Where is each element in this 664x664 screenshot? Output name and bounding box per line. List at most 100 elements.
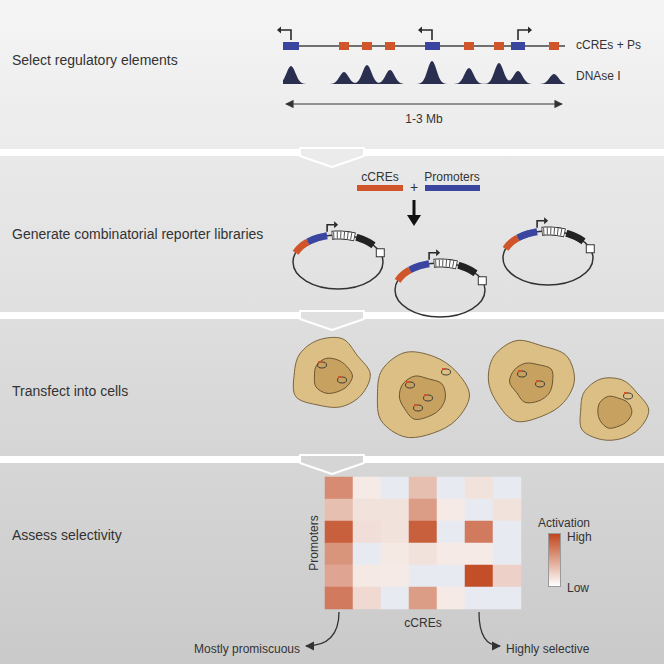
heatmap-cell bbox=[409, 565, 437, 587]
heatmap-cell bbox=[381, 587, 409, 609]
cell bbox=[293, 337, 370, 407]
barcode bbox=[543, 231, 565, 233]
plasmid-backbone bbox=[293, 235, 383, 289]
plasmid-insert-small bbox=[518, 370, 522, 372]
plasmid bbox=[503, 217, 594, 285]
barcode-outline bbox=[434, 263, 457, 265]
heatmap-cell bbox=[353, 477, 381, 499]
heatmap-cell bbox=[465, 543, 493, 565]
promoter-insert bbox=[410, 264, 429, 270]
reporter-gene bbox=[356, 237, 373, 245]
reporter-gene bbox=[566, 233, 583, 241]
plasmid-insert-small bbox=[414, 404, 418, 406]
heatmap-cell bbox=[493, 521, 521, 543]
step-label: Assess selectivity bbox=[0, 527, 122, 543]
heatmap-cell bbox=[465, 477, 493, 499]
annotation-label: DNAse I bbox=[576, 69, 621, 83]
heatmap-cell bbox=[465, 565, 493, 587]
barcode bbox=[435, 263, 457, 265]
legend-holder: Low bbox=[567, 578, 589, 596]
ccre-box bbox=[339, 42, 349, 50]
plasmid-small bbox=[318, 362, 327, 368]
barcode-stripes bbox=[333, 235, 353, 237]
tss-arrowhead bbox=[436, 249, 440, 256]
heatmap-cell bbox=[325, 499, 353, 521]
nucleus bbox=[399, 376, 445, 420]
step-chevron bbox=[300, 148, 364, 167]
heatmap-cell bbox=[465, 521, 493, 543]
heatmap-cell bbox=[493, 543, 521, 565]
heatmap-cell bbox=[325, 477, 353, 499]
heatmap-cell bbox=[465, 587, 493, 609]
plasmid-insert-small bbox=[624, 392, 628, 394]
annotation-label: 1-3 Mb bbox=[405, 112, 442, 126]
cells bbox=[293, 337, 648, 440]
colorbar-swatch bbox=[548, 560, 561, 587]
plasmid-small bbox=[414, 405, 423, 411]
label-holder: cCREs bbox=[404, 613, 441, 631]
barcode-stripes bbox=[543, 231, 563, 233]
heatmap-cell bbox=[325, 521, 353, 543]
plasmid bbox=[293, 221, 384, 289]
heatmap-cell bbox=[353, 587, 381, 609]
plasmid-insert-small bbox=[318, 361, 322, 363]
heatmap-cell bbox=[493, 499, 521, 521]
tss-arrow bbox=[429, 253, 436, 260]
tss-arrowhead bbox=[418, 27, 422, 34]
tss-arrowhead bbox=[528, 27, 532, 34]
cell-body bbox=[580, 378, 649, 441]
barcode-outline bbox=[332, 235, 355, 237]
heatmap-cell bbox=[409, 543, 437, 565]
heatmap-cell bbox=[381, 521, 409, 543]
library bbox=[293, 185, 594, 317]
plasmid-small bbox=[536, 381, 545, 387]
genomic-locus bbox=[277, 27, 565, 105]
tss-arrow bbox=[327, 225, 334, 232]
step-band: Select regulatory elements bbox=[0, 0, 664, 149]
heatmap-cell bbox=[325, 587, 353, 609]
cell bbox=[488, 340, 574, 421]
callout-arrow bbox=[479, 612, 500, 646]
step-chevron bbox=[300, 311, 364, 330]
plasmid-small bbox=[406, 382, 415, 388]
plasmid-small bbox=[518, 371, 527, 377]
promoter-box bbox=[283, 42, 299, 50]
down-arrow bbox=[413, 200, 416, 216]
label-holder: Promoters bbox=[424, 167, 479, 185]
ccre-box bbox=[464, 42, 474, 50]
heatmap-cell bbox=[437, 587, 465, 609]
cell-body bbox=[488, 340, 574, 421]
heatmap-cell bbox=[381, 565, 409, 587]
colorbar-swatch bbox=[548, 533, 561, 560]
heatmap-cell bbox=[493, 587, 521, 609]
tss-arrow bbox=[422, 30, 432, 40]
annotation-label: Mostly promiscuous bbox=[194, 642, 300, 656]
heatmap-cell bbox=[325, 543, 353, 565]
plasmid bbox=[395, 249, 486, 317]
barcode bbox=[333, 235, 355, 237]
tss-arrow bbox=[281, 30, 291, 40]
ccre-insert bbox=[506, 238, 518, 249]
legend-holder: High bbox=[567, 527, 592, 545]
heatmap-cell bbox=[325, 565, 353, 587]
heatmap-cell bbox=[353, 521, 381, 543]
label-holder: cCREs bbox=[361, 167, 398, 185]
heatmap-cell bbox=[437, 521, 465, 543]
step-label: Select regulatory elements bbox=[0, 52, 178, 68]
annotation-label: + bbox=[410, 179, 418, 195]
annotation-label: cCREs bbox=[404, 616, 441, 630]
heatmap-cell bbox=[381, 499, 409, 521]
label-holder: 1-3 Mb bbox=[405, 109, 442, 127]
promoter-insert bbox=[308, 236, 327, 242]
label-holder: Mostly promiscuous bbox=[194, 639, 300, 657]
ccre-box bbox=[362, 42, 372, 50]
heatmap-cell bbox=[353, 543, 381, 565]
span-arrow bbox=[286, 103, 562, 104]
plasmid-insert-small bbox=[424, 394, 428, 396]
down-arrowhead bbox=[407, 215, 421, 226]
annotation-label: Activation bbox=[538, 516, 590, 530]
ccre-insert bbox=[296, 242, 308, 253]
plasmid-small bbox=[624, 393, 633, 399]
